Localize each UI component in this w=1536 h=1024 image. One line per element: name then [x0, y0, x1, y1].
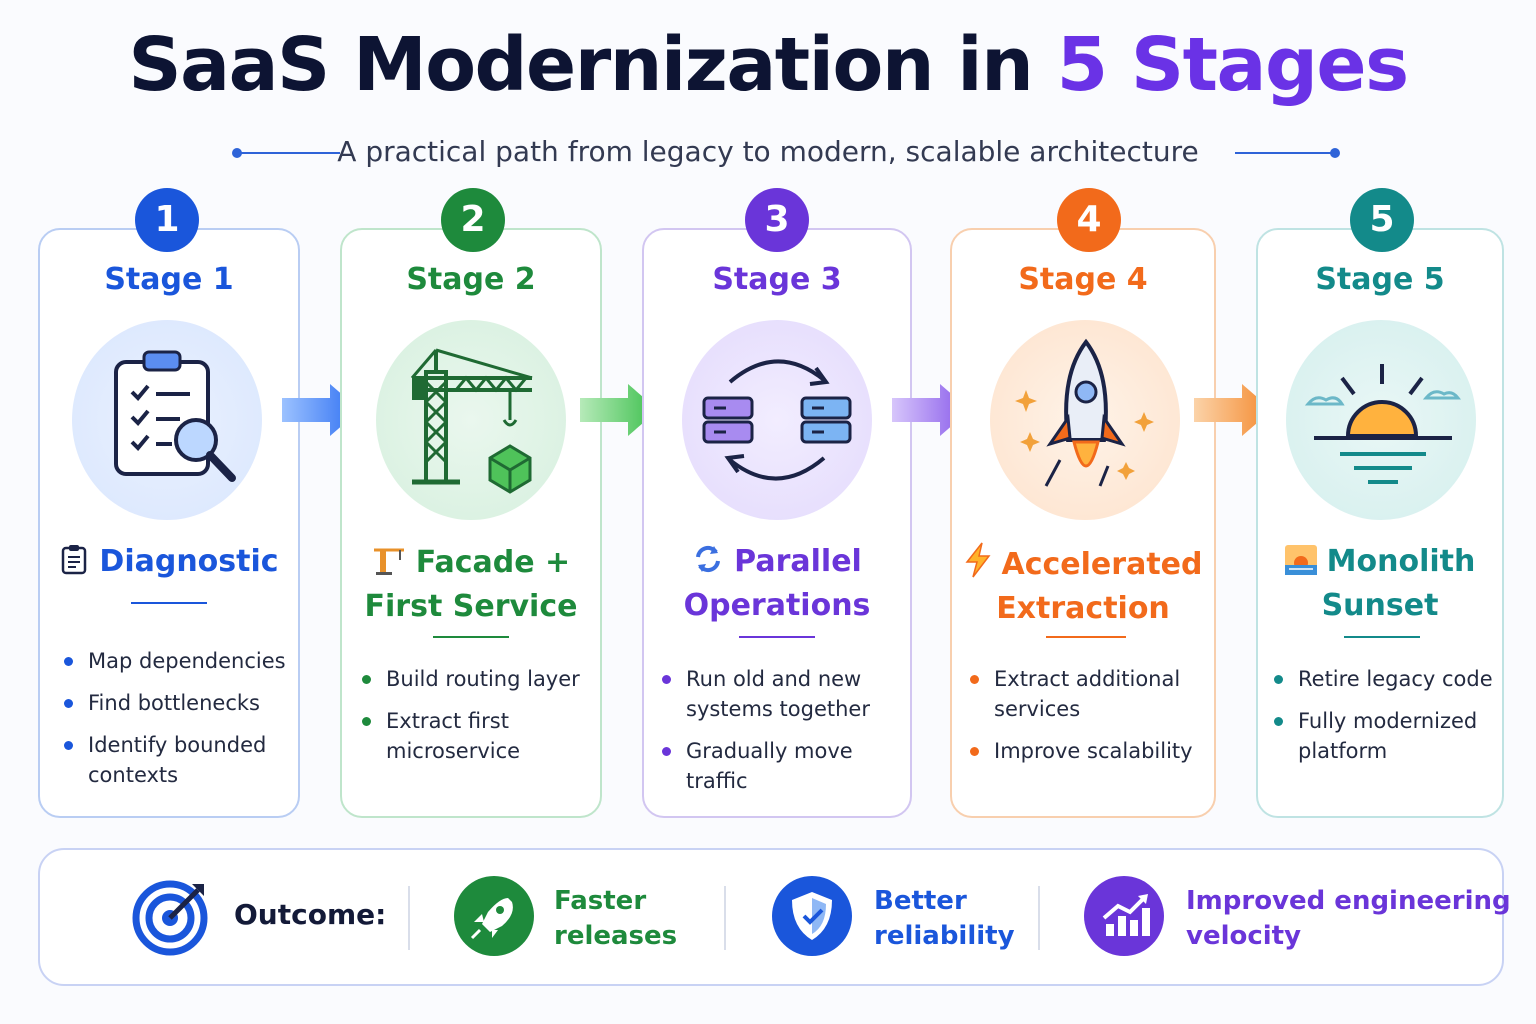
stage-number-badge-5: 5: [1350, 188, 1414, 252]
stage-bullets-1: Map dependencies Find bottlenecks Identi…: [62, 646, 292, 802]
rocket-icon: [470, 898, 513, 940]
stage-icon-circle-3: [682, 320, 872, 520]
bullet-item: Extract additional services: [968, 664, 1208, 724]
shield-icon: [792, 892, 832, 940]
outcome-separator: [1038, 886, 1040, 950]
stage-bullets-3: Run old and new systems together Gradual…: [660, 664, 910, 808]
sync-servers-icon: [702, 359, 852, 481]
stage-heading-line1-5: Monolith: [1326, 544, 1476, 579]
stage-heading-line1-1: Diagnostic: [99, 544, 279, 579]
rocket-icon: [1015, 338, 1154, 487]
bullet-item: Improve scalability: [968, 736, 1208, 766]
stage-icon-circle-4: [990, 320, 1180, 520]
stage-label-1: Stage 1: [104, 262, 234, 297]
stage-heading-1: Diagnostic: [38, 542, 300, 586]
arrow-right-icon: [580, 384, 658, 436]
outcome-label: Outcome:: [234, 898, 387, 931]
title-accent: 5 Stages: [1056, 22, 1410, 108]
stage-icon-circle-5: [1286, 320, 1476, 520]
subtitle-dot-right: [1330, 148, 1340, 158]
crane-icon: [410, 348, 533, 494]
outcome-icon-circle-3: [1084, 876, 1164, 956]
bullet-item: Retire legacy code: [1272, 664, 1498, 694]
stage-label-3: Stage 3: [712, 262, 842, 297]
subtitle: A practical path from legacy to modern, …: [337, 135, 1199, 168]
stage-heading-line2-3: Operations: [683, 588, 871, 623]
lightning-icon: [964, 542, 992, 589]
bullet-item: Extract first microservice: [360, 706, 590, 766]
stage-number-badge-4: 4: [1057, 188, 1121, 252]
bullet-item: Find bottlenecks: [62, 688, 292, 718]
sunset-icon: [1284, 545, 1317, 586]
clipboard-search-icon: [114, 350, 236, 482]
arrow-right-icon: [1194, 384, 1272, 436]
title-main: SaaS Modernization in: [128, 22, 1033, 108]
bullet-item: Identify bounded contexts: [62, 730, 292, 790]
page-title: SaaS Modernization in 5 Stages: [0, 22, 1536, 108]
refresh-icon: [692, 543, 724, 586]
stage-heading-line2-4: Extraction: [996, 591, 1170, 626]
subtitle-line-right: [1235, 152, 1335, 154]
stage-icon-circle-1: [72, 320, 262, 520]
stage-icon-circle-2: [376, 320, 566, 520]
stage-bullets-5: Retire legacy code Fully modernized plat…: [1272, 664, 1498, 778]
bullet-item: Map dependencies: [62, 646, 292, 676]
stage-heading-line1-2: Facade +: [415, 545, 571, 580]
stage-number-badge-1: 1: [135, 188, 199, 252]
stage-heading-line1-4: Accelerated: [1001, 547, 1203, 582]
growth-chart-icon: [1102, 894, 1150, 936]
stage-card-2: [340, 228, 602, 818]
subtitle-line-left: [240, 152, 340, 154]
target-icon: [132, 880, 208, 956]
stage-heading-line2-2: First Service: [364, 589, 578, 624]
bullet-item: Run old and new systems together: [660, 664, 910, 724]
stage-label-2: Stage 2: [406, 262, 536, 297]
outcome-icon-circle-2: [772, 876, 852, 956]
stage-heading-2: Facade + First Service: [340, 542, 602, 627]
stage-heading-line2-5: Sunset: [1321, 588, 1439, 623]
stage-divider-5: [1344, 636, 1420, 638]
stage-number-badge-2: 2: [441, 188, 505, 252]
stage-label-5: Stage 5: [1315, 262, 1445, 297]
clipboard-icon: [59, 543, 89, 586]
sunset-icon: [1304, 364, 1462, 484]
outcome-separator: [408, 886, 410, 950]
stage-bullets-2: Build routing layer Extract first micros…: [360, 664, 590, 778]
outcome-panel: [38, 848, 1504, 986]
stage-divider-2: [433, 636, 509, 638]
bullet-item: Gradually move traffic: [660, 736, 910, 796]
stage-bullets-4: Extract additional services Improve scal…: [968, 664, 1208, 778]
stage-label-4: Stage 4: [1018, 262, 1148, 297]
bullet-item: Fully modernized platform: [1272, 706, 1498, 766]
outcome-separator: [724, 886, 726, 950]
subtitle-row: A practical path from legacy to modern, …: [0, 132, 1536, 176]
stage-divider-3: [739, 636, 815, 638]
subtitle-dot-left: [232, 148, 242, 158]
stage-divider-4: [1046, 636, 1126, 638]
stage-number-badge-3: 3: [745, 188, 809, 252]
outcome-icon-circle-1: [454, 876, 534, 956]
crane-icon: [372, 542, 406, 587]
bullet-item: Build routing layer: [360, 664, 590, 694]
stage-divider-1: [131, 602, 207, 604]
stage-heading-line1-3: Parallel: [734, 544, 862, 579]
